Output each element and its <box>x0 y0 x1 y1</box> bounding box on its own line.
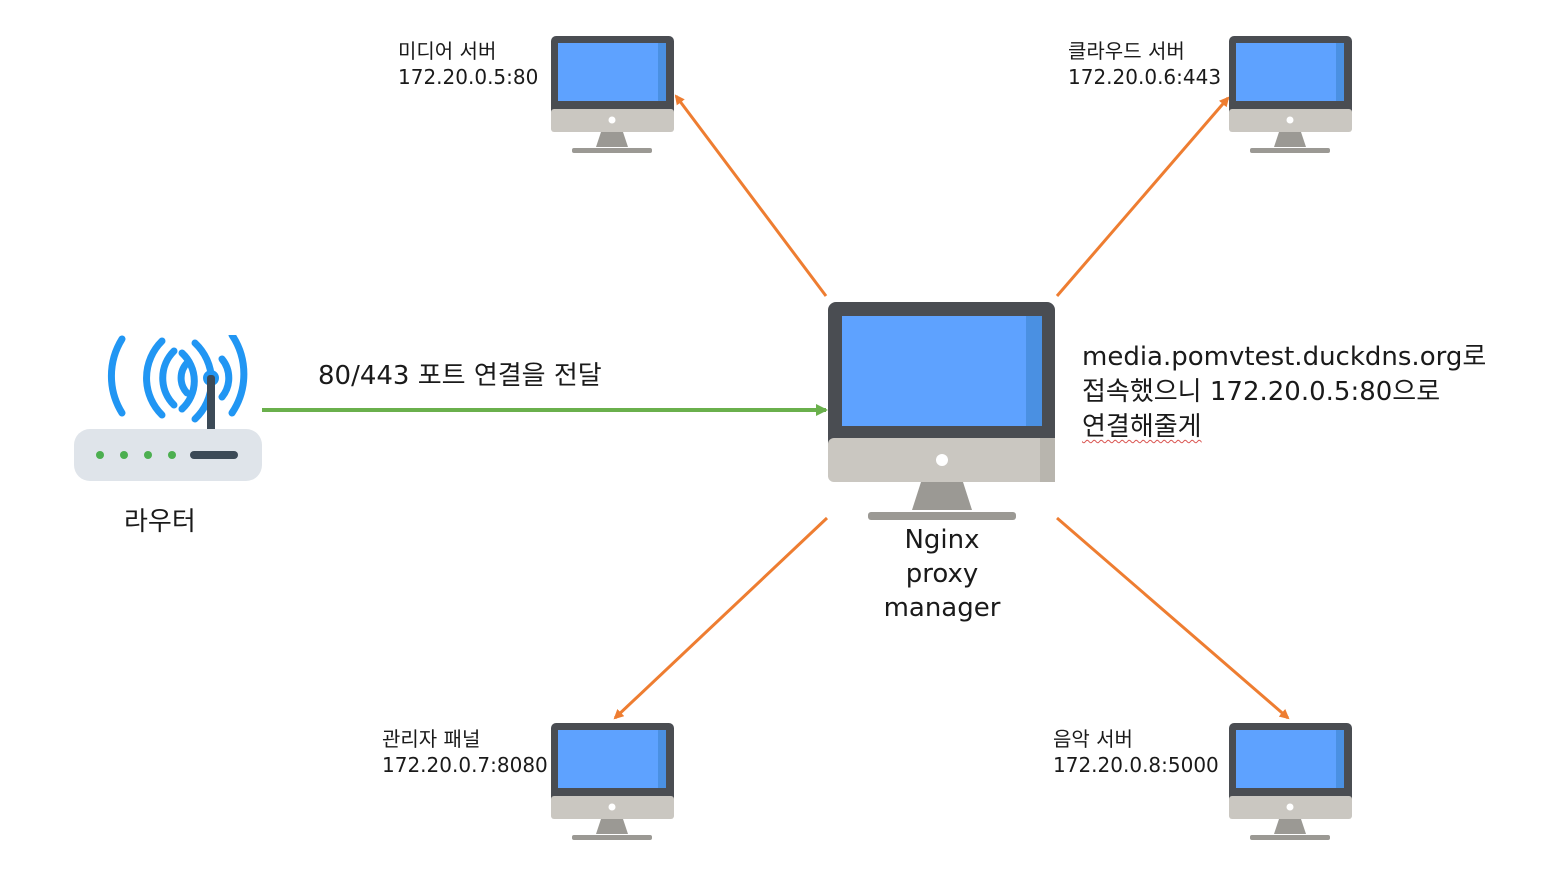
cloud-server-label: 클라우드 서버 172.20.0.6:443 <box>1068 38 1221 90</box>
proxy-to-cloud-arrow <box>1055 96 1230 297</box>
proxy-to-admin-arrow <box>613 516 829 720</box>
proxy-label-line: proxy <box>905 558 979 589</box>
proxy-note-line: 접속했으니 172.20.0.5:80으로 <box>1082 377 1441 407</box>
server-address: 172.20.0.5:80 <box>398 65 539 89</box>
server-address: 172.20.0.8:5000 <box>1053 753 1219 777</box>
router-icon <box>74 335 262 481</box>
proxy-label: Nginx proxy manager <box>862 524 1022 625</box>
server-address: 172.20.0.7:8080 <box>382 753 548 777</box>
media-server-label: 미디어 서버 172.20.0.5:80 <box>398 38 538 90</box>
proxy-note-line: 연결해줄게 <box>1082 412 1202 442</box>
music-server-monitor-icon <box>1229 723 1352 840</box>
server-name: 미디어 서버 <box>398 39 497 63</box>
server-address: 172.20.0.6:443 <box>1068 65 1222 89</box>
router-label: 라우터 <box>124 507 196 537</box>
cloud-server-monitor-icon <box>1229 36 1352 153</box>
proxy-note: media.pomvtest.duckdns.org로 접속했으니 172.20… <box>1082 340 1486 445</box>
proxy-label-line: manager <box>883 592 1001 623</box>
media-server-monitor-icon <box>551 36 674 153</box>
server-name: 클라우드 서버 <box>1068 39 1185 63</box>
proxy-label-line: Nginx <box>904 525 980 555</box>
music-server-label: 음악 서버 172.20.0.8:5000 <box>1053 726 1219 778</box>
proxy-monitor-icon <box>828 302 1055 520</box>
proxy-note-line: media.pomvtest.duckdns.org로 <box>1082 342 1487 372</box>
forward-label: 80/443 포트 연결을 전달 <box>318 361 602 391</box>
proxy-to-media-arrow <box>674 94 828 297</box>
proxy-to-music-arrow <box>1056 516 1290 720</box>
server-name: 관리자 패널 <box>382 727 481 751</box>
admin-panel-monitor-icon <box>551 723 674 840</box>
admin-panel-label: 관리자 패널 172.20.0.7:8080 <box>382 726 548 778</box>
server-name: 음악 서버 <box>1053 727 1133 751</box>
